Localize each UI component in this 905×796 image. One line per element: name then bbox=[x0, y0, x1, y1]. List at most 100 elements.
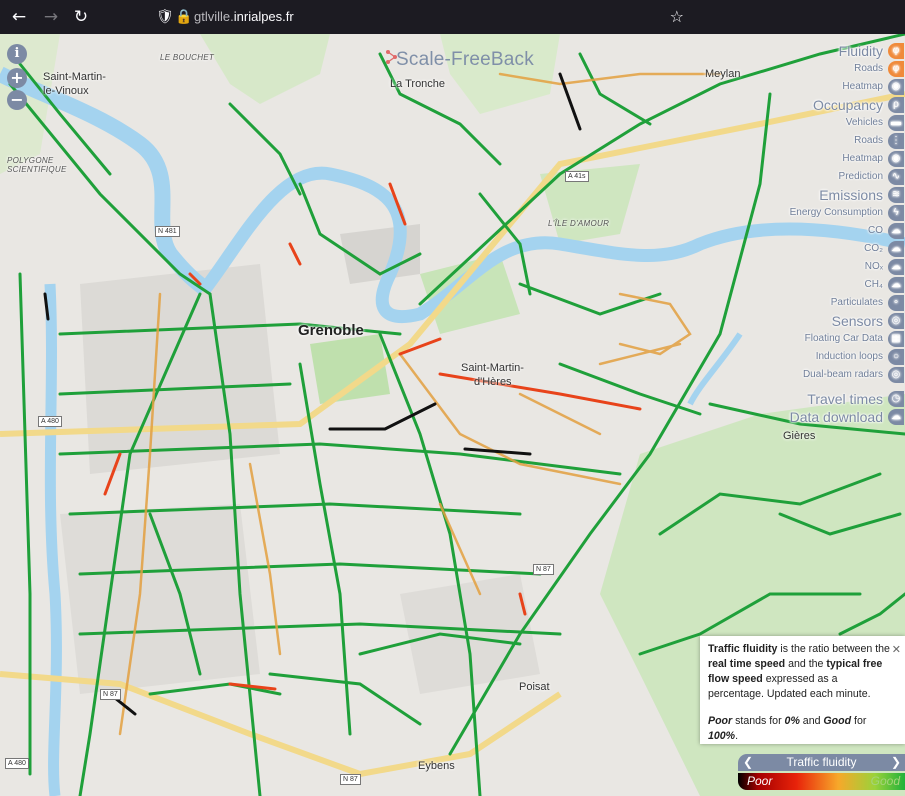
layer-fluidity-heatmap[interactable]: Heatmap◉ bbox=[765, 78, 905, 96]
layer-induction-label: Induction loops bbox=[815, 351, 883, 362]
layer-roads-2-label: Roads bbox=[854, 135, 883, 146]
traffic-good-roads[interactable] bbox=[8, 34, 905, 796]
traffic-map[interactable]: Grenoble Saint-Martin- le-Vinoux La Tron… bbox=[0, 34, 905, 796]
legend-selector: ❮ Traffic fluidity ❯ bbox=[738, 754, 905, 771]
layer-dualbeam-label: Dual-beam radars bbox=[802, 369, 883, 380]
layer-co2-label: CO₂ bbox=[864, 243, 883, 254]
roads-icon: φ bbox=[888, 61, 904, 77]
forward-arrow-icon[interactable]: → bbox=[43, 7, 59, 27]
urban-area bbox=[60, 504, 260, 694]
motorway bbox=[0, 91, 905, 437]
layer-occupancy-vehicles[interactable]: Vehicles▬ bbox=[765, 114, 905, 132]
layer-co-label: CO bbox=[868, 225, 883, 236]
park-area bbox=[310, 334, 390, 404]
layer-occupancy-label: Occupancy bbox=[812, 97, 883, 113]
isere-river bbox=[0, 66, 211, 295]
road-shield-n87-2: N 87 bbox=[100, 689, 121, 700]
ch4-cloud-icon: ☁ bbox=[888, 277, 904, 293]
radar-icon: ◎ bbox=[888, 367, 904, 383]
emissions-icon: ≋ bbox=[888, 187, 904, 203]
layer-occupancy-roads[interactable]: Roads⋮ bbox=[765, 132, 905, 150]
energy-icon: ϟ bbox=[888, 205, 904, 221]
clock-icon: ◷ bbox=[888, 391, 904, 407]
layer-sensors-label: Sensors bbox=[831, 313, 883, 329]
layer-nox[interactable]: NOₓ☁ bbox=[765, 258, 905, 276]
traffic-poor-roads[interactable] bbox=[103, 182, 642, 691]
heatmap-2-icon: ◉ bbox=[888, 151, 904, 167]
road-shield-n87-3: N 87 bbox=[340, 774, 361, 785]
info-hundred: 100% bbox=[708, 730, 736, 742]
info-term-fluidity: Traffic fluidity bbox=[708, 643, 778, 655]
layer-dual-beam-radars[interactable]: Dual-beam radars ◎ bbox=[765, 366, 905, 384]
layer-fluidity[interactable]: Fluidity φ bbox=[765, 42, 905, 60]
layer-roads-label: Roads bbox=[854, 63, 883, 74]
info-term-freeflow: typical free flow speed bbox=[708, 658, 883, 685]
legend-title: Traffic fluidity bbox=[786, 755, 857, 769]
road-shield-n87: N 87 bbox=[533, 564, 554, 575]
road-shield-a480: A 480 bbox=[38, 416, 62, 427]
chevron-right-icon[interactable]: ❯ bbox=[890, 755, 901, 769]
layer-induction-loops[interactable]: Induction loops○ bbox=[765, 348, 905, 366]
zoom-in-button[interactable]: + bbox=[7, 68, 27, 88]
info-zero: 0% bbox=[784, 715, 800, 727]
vehicles-icon: ▬ bbox=[888, 115, 904, 131]
drac-river bbox=[44, 283, 62, 796]
co-cloud-icon: ☁ bbox=[888, 223, 904, 239]
layer-occupancy[interactable]: Occupancy ρ bbox=[765, 96, 905, 114]
prediction-icon: ∿ bbox=[888, 169, 904, 185]
reload-icon[interactable]: ↻ bbox=[73, 7, 89, 27]
back-arrow-icon[interactable]: ← bbox=[11, 7, 27, 27]
road-shield-a41: A 41s bbox=[565, 171, 589, 182]
motorway bbox=[0, 671, 562, 778]
layer-travel-times[interactable]: Travel times ◷ bbox=[765, 390, 905, 408]
info-paragraph-1: Traffic fluidity is the ratio between th… bbox=[708, 642, 891, 702]
shield-icon[interactable]: 🛡 bbox=[156, 9, 174, 25]
layer-floating-label: Floating Car Data bbox=[804, 333, 883, 344]
layer-co2[interactable]: CO₂☁ bbox=[765, 240, 905, 258]
address-bar[interactable]: 🛡 🔒 gtlville.inrialpes.fr ☆ bbox=[142, 4, 698, 30]
info-icon[interactable]: i bbox=[7, 44, 27, 64]
layer-occupancy-heatmap[interactable]: Heatmap◉ bbox=[765, 150, 905, 168]
layer-ch4[interactable]: CH₄ ☁ bbox=[765, 276, 905, 294]
info-term-realtime: real time speed bbox=[708, 658, 786, 670]
lock-icon[interactable]: 🔒 bbox=[175, 9, 193, 25]
url-subdomain: gtlville. bbox=[194, 9, 234, 24]
nox-cloud-icon: ☁ bbox=[888, 259, 904, 275]
chevron-left-icon[interactable]: ❮ bbox=[743, 755, 754, 769]
layer-travel-label: Travel times bbox=[807, 391, 883, 407]
occupancy-icon: ρ bbox=[888, 97, 904, 113]
bookmark-star-icon[interactable]: ☆ bbox=[669, 7, 684, 26]
hill-area bbox=[200, 34, 330, 104]
layer-emissions[interactable]: Emissions≋ bbox=[765, 186, 905, 204]
layer-co[interactable]: CO ☁ bbox=[765, 222, 905, 240]
url-host: inrialpes.fr bbox=[233, 9, 294, 24]
sensors-icon: ◎ bbox=[888, 313, 904, 329]
zoom-out-button[interactable]: − bbox=[7, 90, 27, 110]
layer-particulates-label: Particulates bbox=[830, 297, 883, 308]
heatmap-icon: ◉ bbox=[888, 79, 904, 95]
fluidity-icon: φ bbox=[888, 43, 904, 59]
info-text: and bbox=[799, 715, 824, 727]
isere-river bbox=[199, 166, 905, 324]
layer-prediction[interactable]: Prediction∿ bbox=[765, 168, 905, 186]
info-good: Good bbox=[823, 715, 852, 727]
close-icon[interactable]: ✕ bbox=[891, 644, 901, 656]
layer-floating-car-data[interactable]: Floating Car Data▦ bbox=[765, 330, 905, 348]
traffic-stopped-roads[interactable] bbox=[43, 72, 582, 716]
layer-sensors[interactable]: Sensors ◎ bbox=[765, 312, 905, 330]
url-text[interactable]: gtlville.inrialpes.fr bbox=[194, 8, 294, 26]
layer-fluidity-label: Fluidity bbox=[838, 43, 883, 59]
traffic-medium-roads[interactable] bbox=[118, 72, 722, 736]
urban-area bbox=[400, 574, 540, 694]
fluidity-info-popup: ✕ Traffic fluidity is the ratio between … bbox=[700, 636, 905, 744]
legend-good-label: Good bbox=[870, 774, 900, 788]
stream bbox=[687, 332, 743, 406]
layer-particulates[interactable]: Particulates∘ bbox=[765, 294, 905, 312]
scale-freeback-logo-icon bbox=[386, 50, 397, 64]
data-download-button[interactable]: Data download☁ bbox=[765, 408, 905, 426]
layer-ch4-label: CH₄ bbox=[864, 279, 883, 290]
map-canvas[interactable] bbox=[0, 34, 905, 796]
